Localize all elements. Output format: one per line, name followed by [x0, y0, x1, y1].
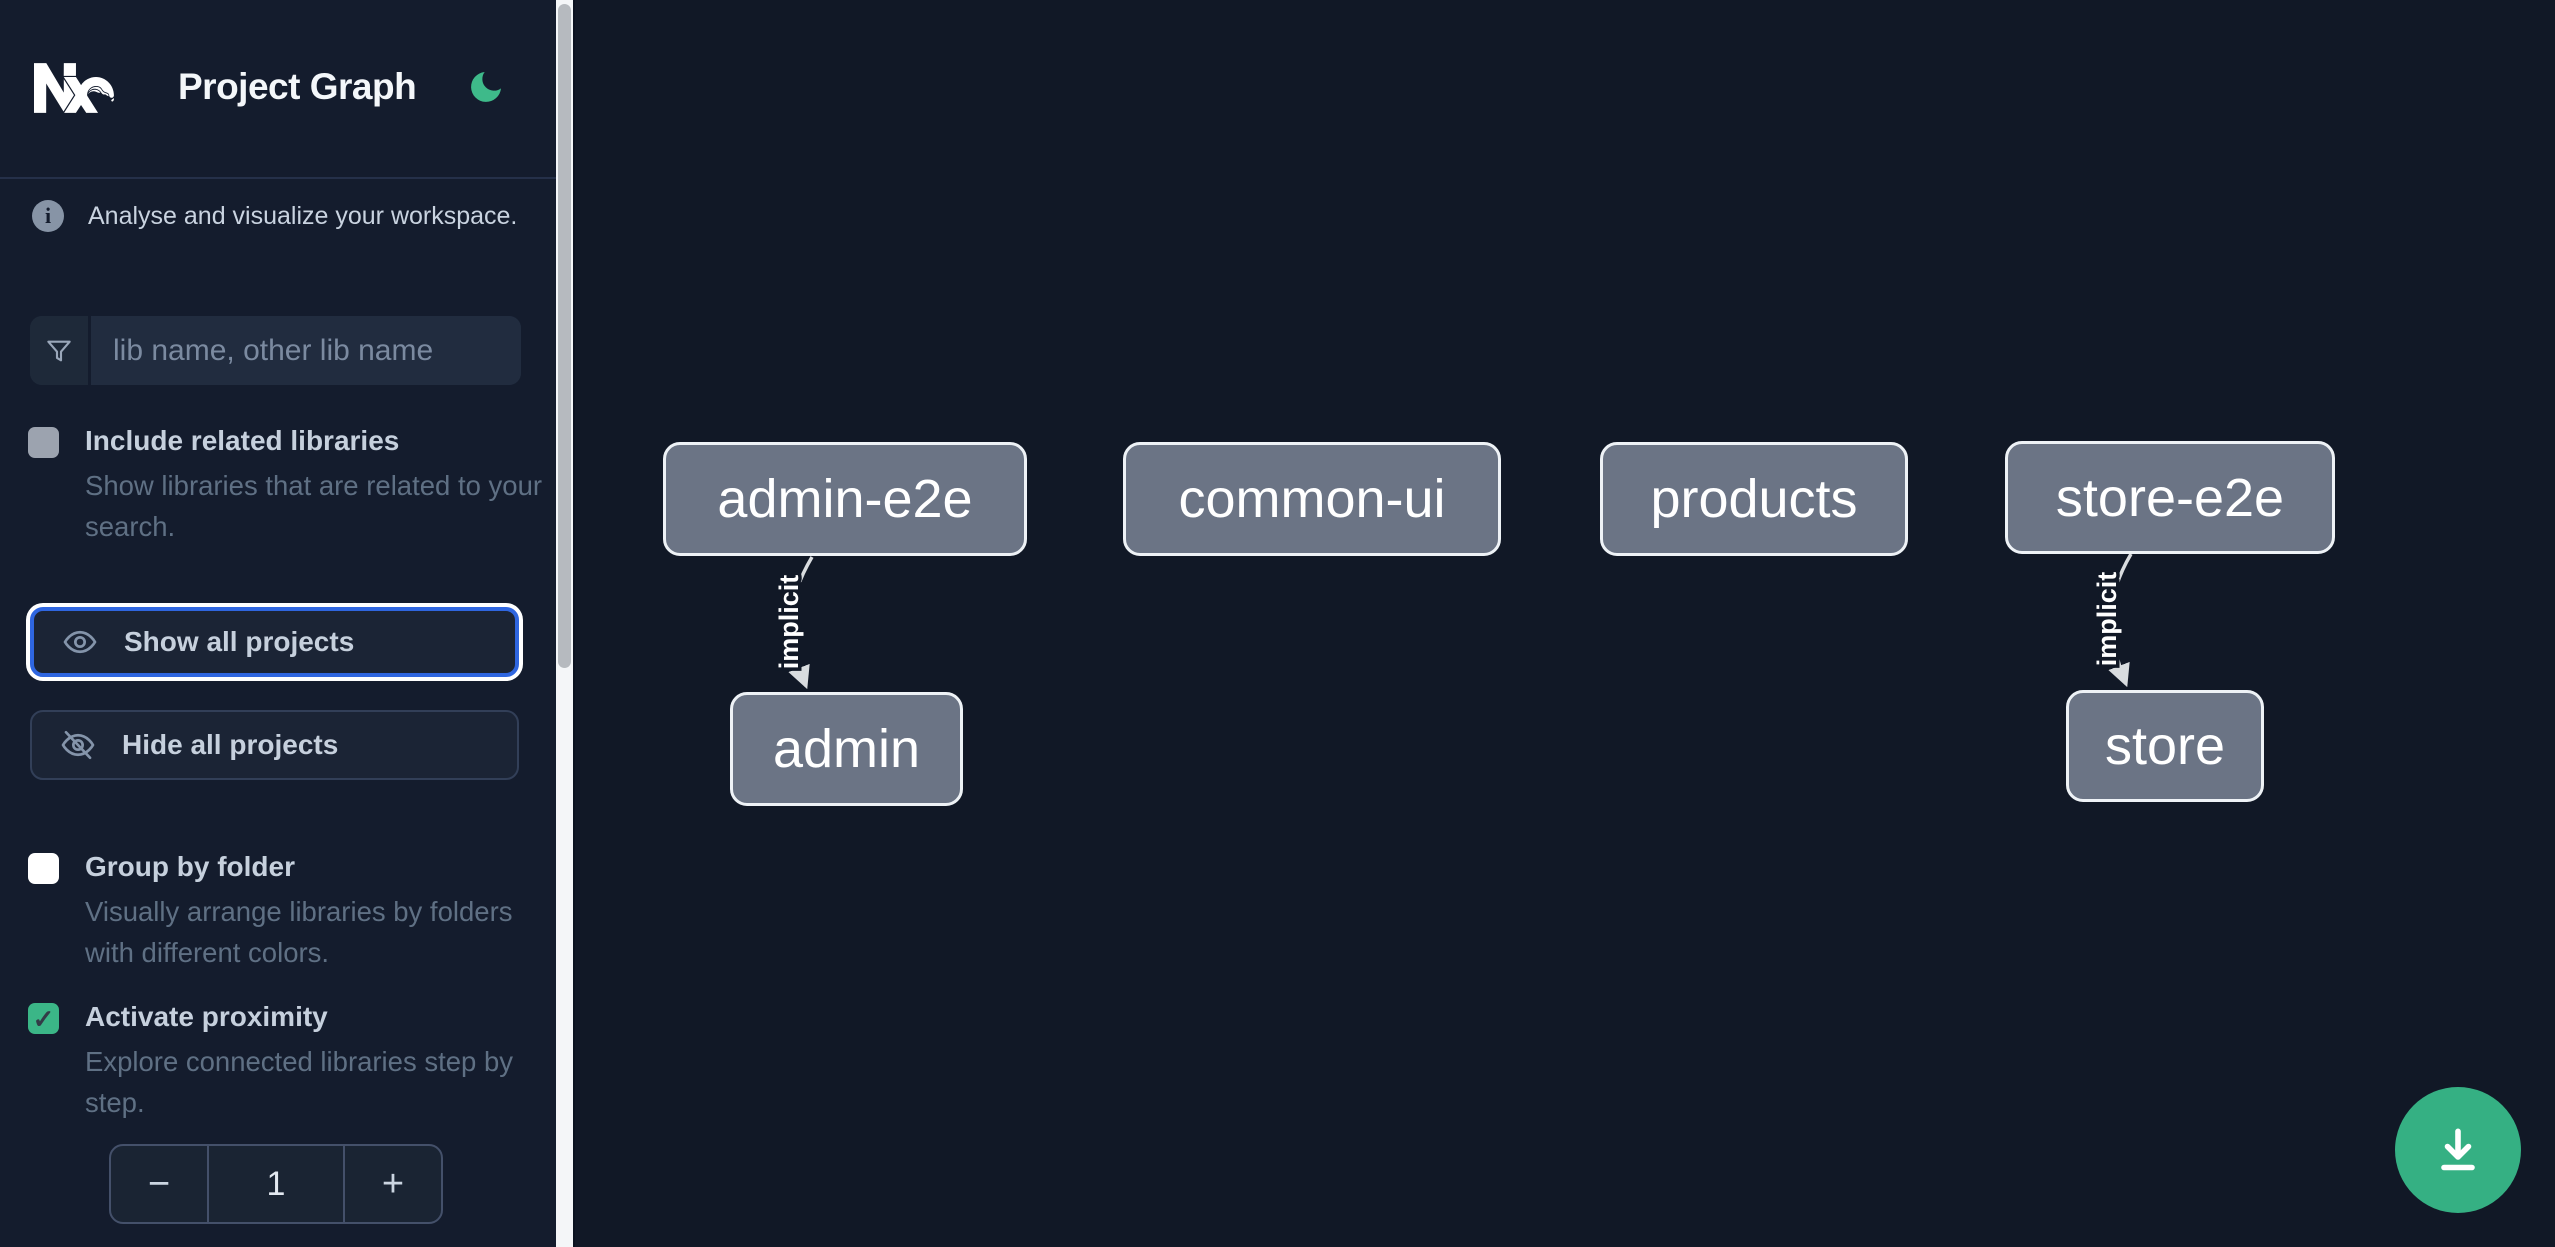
- funnel-icon: [30, 316, 91, 385]
- graph-canvas[interactable]: [573, 0, 2555, 1247]
- download-icon: [2441, 1128, 2475, 1171]
- checkbox-group-by-folder[interactable]: [28, 853, 59, 884]
- tagline-row: i Analyse and visualize your workspace.: [32, 200, 517, 232]
- header-divider: [0, 177, 556, 179]
- eye-off-icon: [61, 730, 95, 760]
- info-icon: i: [32, 200, 64, 232]
- page-title: Project Graph: [178, 66, 417, 107]
- group-by-folder-label[interactable]: Group by folder: [85, 851, 295, 882]
- hide-all-projects-label: Hide all projects: [122, 729, 339, 760]
- download-button[interactable]: [2395, 1087, 2521, 1213]
- option-group-by-folder: Group by folder Visually arrange librari…: [28, 850, 560, 973]
- filter-input[interactable]: [91, 316, 521, 385]
- theme-toggle-button[interactable]: [464, 66, 508, 110]
- graph-node-common-ui[interactable]: common-ui: [1123, 442, 1501, 556]
- stepper-value: 1: [266, 1164, 286, 1203]
- sidebar-scrollbar-thumb[interactable]: [558, 4, 571, 668]
- include-related-label[interactable]: Include related libraries: [85, 425, 400, 456]
- include-related-description: Show libraries that are related to your …: [85, 470, 543, 542]
- option-activate-proximity: Activate proximity Explore connected lib…: [28, 1000, 560, 1123]
- filter-box: [30, 316, 521, 385]
- hide-all-projects-button[interactable]: Hide all projects: [30, 710, 519, 780]
- sidebar-scrollbar[interactable]: [556, 0, 573, 1247]
- moon-icon: [471, 71, 501, 102]
- nx-logo: [34, 63, 115, 113]
- show-all-projects-button[interactable]: Show all projects: [30, 607, 519, 677]
- sidebar: Project Graph i Analyse and visualize yo…: [0, 0, 556, 1247]
- checkbox-include-related[interactable]: [28, 427, 59, 458]
- decrement-button[interactable]: −: [111, 1146, 209, 1222]
- option-include-related: Include related libraries Show libraries…: [28, 424, 560, 547]
- checkbox-activate-proximity[interactable]: [28, 1003, 59, 1034]
- sidebar-header: Project Graph: [0, 0, 556, 178]
- group-by-folder-description: Visually arrange libraries by folders wi…: [85, 896, 513, 968]
- eye-icon: [63, 630, 97, 654]
- graph-node-store-e2e[interactable]: store-e2e: [2005, 441, 2335, 554]
- graph-node-products[interactable]: products: [1600, 442, 1908, 556]
- graph-node-admin-e2e[interactable]: admin-e2e: [663, 442, 1027, 556]
- increment-button[interactable]: +: [343, 1146, 441, 1222]
- tagline-text: Analyse and visualize your workspace.: [88, 201, 518, 230]
- proximity-stepper: − 1 +: [109, 1144, 443, 1224]
- graph-node-store[interactable]: store: [2066, 690, 2264, 802]
- activate-proximity-label[interactable]: Activate proximity: [85, 1001, 328, 1032]
- graph-node-admin[interactable]: admin: [730, 692, 963, 806]
- show-all-projects-label: Show all projects: [124, 626, 355, 657]
- activate-proximity-description: Explore connected libraries step by step…: [85, 1046, 514, 1118]
